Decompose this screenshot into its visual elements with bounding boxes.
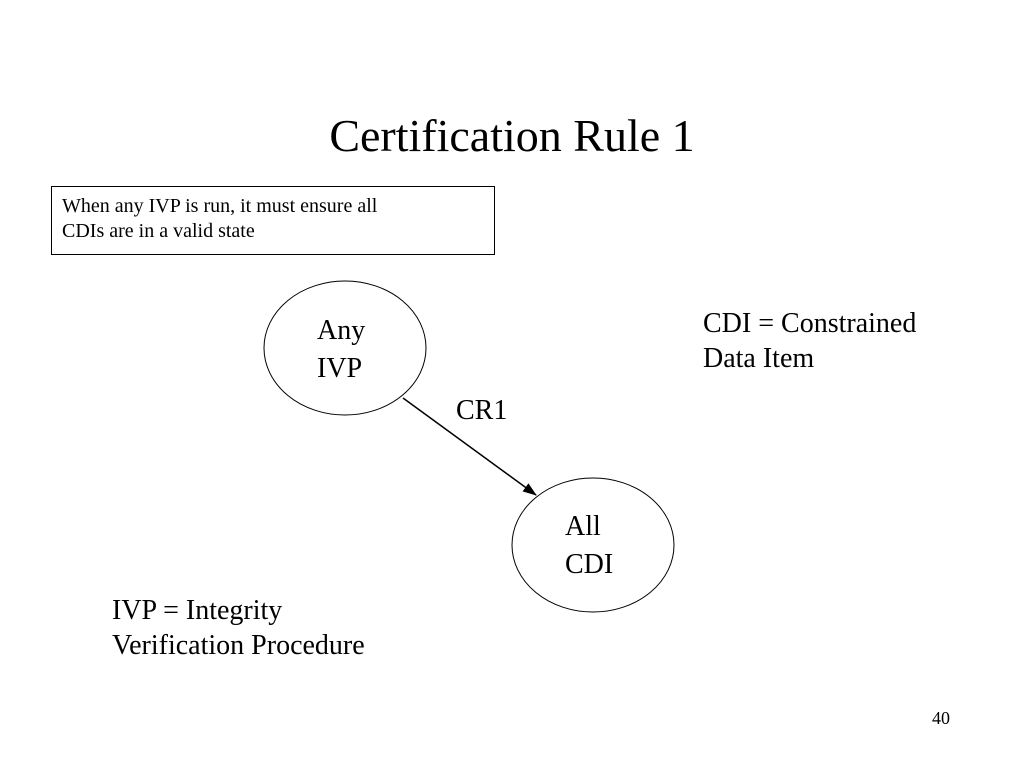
ivp-node-label-line-1: Any xyxy=(317,315,366,346)
ivp-node-label-line-2: IVP xyxy=(317,353,363,384)
ivp-definition-line-1: IVP = Integrity xyxy=(112,595,283,626)
cdi-definition-line-1: CDI = Constrained xyxy=(703,308,917,339)
page-number: 40 xyxy=(932,708,950,728)
ivp-node-ellipse xyxy=(263,280,427,416)
ivp-node-label: Any IVP xyxy=(317,312,365,388)
cdi-node-label-line-2: CDI xyxy=(565,549,614,580)
cdi-node-label: All CDI xyxy=(565,508,613,584)
cdi-definition-line-2: Data Item xyxy=(703,343,815,374)
rule-statement-box: When any IVP is run, it must ensure all … xyxy=(51,186,495,255)
cdi-node-ellipse xyxy=(511,477,675,613)
slide-title: Certification Rule 1 xyxy=(329,110,695,161)
ivp-definition: IVP = Integrity Verification Procedure xyxy=(112,593,365,663)
cr1-arrow xyxy=(402,397,537,496)
cr1-edge-label: CR1 xyxy=(456,395,508,426)
rule-statement-line-2: CDIs are in a valid state xyxy=(62,220,255,242)
ivp-definition-line-2: Verification Procedure xyxy=(112,630,365,661)
rule-statement-line-1: When any IVP is run, it must ensure all xyxy=(62,195,378,217)
cdi-definition: CDI = Constrained Data Item xyxy=(703,306,916,376)
cdi-node-label-line-1: All xyxy=(565,511,601,542)
